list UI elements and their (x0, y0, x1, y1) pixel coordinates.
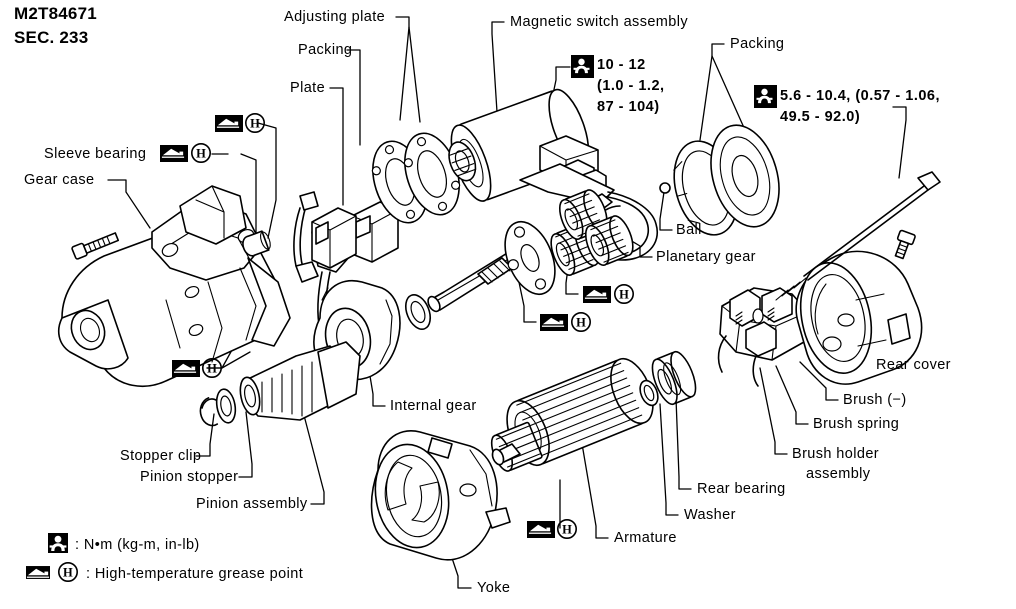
grease-point-icon-5 (172, 360, 200, 377)
label-rear-bearing: Rear bearing (697, 481, 786, 497)
svg-text:H: H (250, 117, 260, 131)
label-adjusting-plate: Adjusting plate (284, 9, 386, 25)
grease-h-icon-6: H (556, 518, 578, 545)
legend-torque-row: : N•m (kg-m, in-lb) (48, 533, 200, 557)
torque-spec-2-line1: 5.6 - 10.4, (0.57 - 1.06, (780, 88, 941, 104)
svg-text:H: H (619, 288, 629, 302)
legend-torque-icon (48, 533, 68, 557)
label-pinion-assembly: Pinion assembly (196, 496, 308, 512)
svg-text:H: H (196, 147, 206, 161)
label-brush-holder-assembly: Brush holder (792, 446, 880, 462)
grease-point-icon-4 (540, 314, 568, 331)
label-ball: Ball (676, 222, 702, 238)
label-stopper-clip: Stopper clip (120, 448, 202, 464)
torque-spec-1-line2: (1.0 - 1.2, (597, 78, 665, 94)
label-brush-negative: Brush (−) (843, 392, 907, 408)
label-plate: Plate (290, 80, 326, 96)
label-yoke: Yoke (477, 580, 511, 596)
torque-wrench-icon-2 (754, 85, 777, 108)
label-magnetic-switch-assembly: Magnetic switch assembly (510, 14, 689, 30)
grease-h-icon-1: H (244, 112, 266, 139)
label-brush-spring: Brush spring (813, 416, 900, 432)
label-planetary-gear: Planetary gear (656, 249, 756, 265)
legend-grease-icon (26, 565, 50, 583)
legend-torque-text: : N•m (kg-m, in-lb) (75, 537, 200, 553)
torque-wrench-icon (571, 55, 594, 78)
torque-spec-2-line2: 49.5 - 92.0) (780, 109, 861, 125)
section-number: SEC. 233 (14, 28, 89, 47)
svg-text:H: H (207, 362, 217, 376)
grease-point-icon-1 (215, 115, 243, 132)
grease-h-icon-3: H (613, 283, 635, 310)
svg-text:H: H (576, 316, 586, 330)
torque-spec-1-line1: 10 - 12 (597, 57, 646, 73)
svg-text:H: H (63, 566, 73, 580)
label-sleeve-bearing: Sleeve bearing (44, 146, 147, 162)
model-code: M2T84671 (14, 4, 97, 23)
grease-point-icon-2 (160, 145, 188, 162)
grease-point-icon-3 (583, 286, 611, 303)
label-armature: Armature (614, 530, 677, 546)
torque-spec-1-line3: 87 - 104) (597, 99, 660, 115)
label-internal-gear: Internal gear (390, 398, 477, 414)
grease-h-icon-4: H (570, 311, 592, 338)
grease-h-icon-5: H (201, 357, 223, 384)
grease-h-icon-2: H (190, 142, 212, 169)
label-packing-left: Packing (298, 42, 353, 58)
label-pinion-stopper: Pinion stopper (140, 469, 239, 485)
svg-text:H: H (562, 523, 572, 537)
label-washer: Washer (684, 507, 736, 523)
label-rear-cover: Rear cover (876, 357, 951, 373)
legend-grease-text: : High-temperature grease point (86, 566, 304, 582)
label-gear-case: Gear case (24, 172, 95, 188)
label-brush-holder-assembly-line2: assembly (806, 466, 871, 482)
label-packing-right: Packing (730, 36, 785, 52)
legend-grease-row: H : High-temperature grease point (26, 561, 303, 587)
legend-grease-h-icon: H (57, 561, 79, 587)
grease-point-icon-6 (527, 521, 555, 538)
